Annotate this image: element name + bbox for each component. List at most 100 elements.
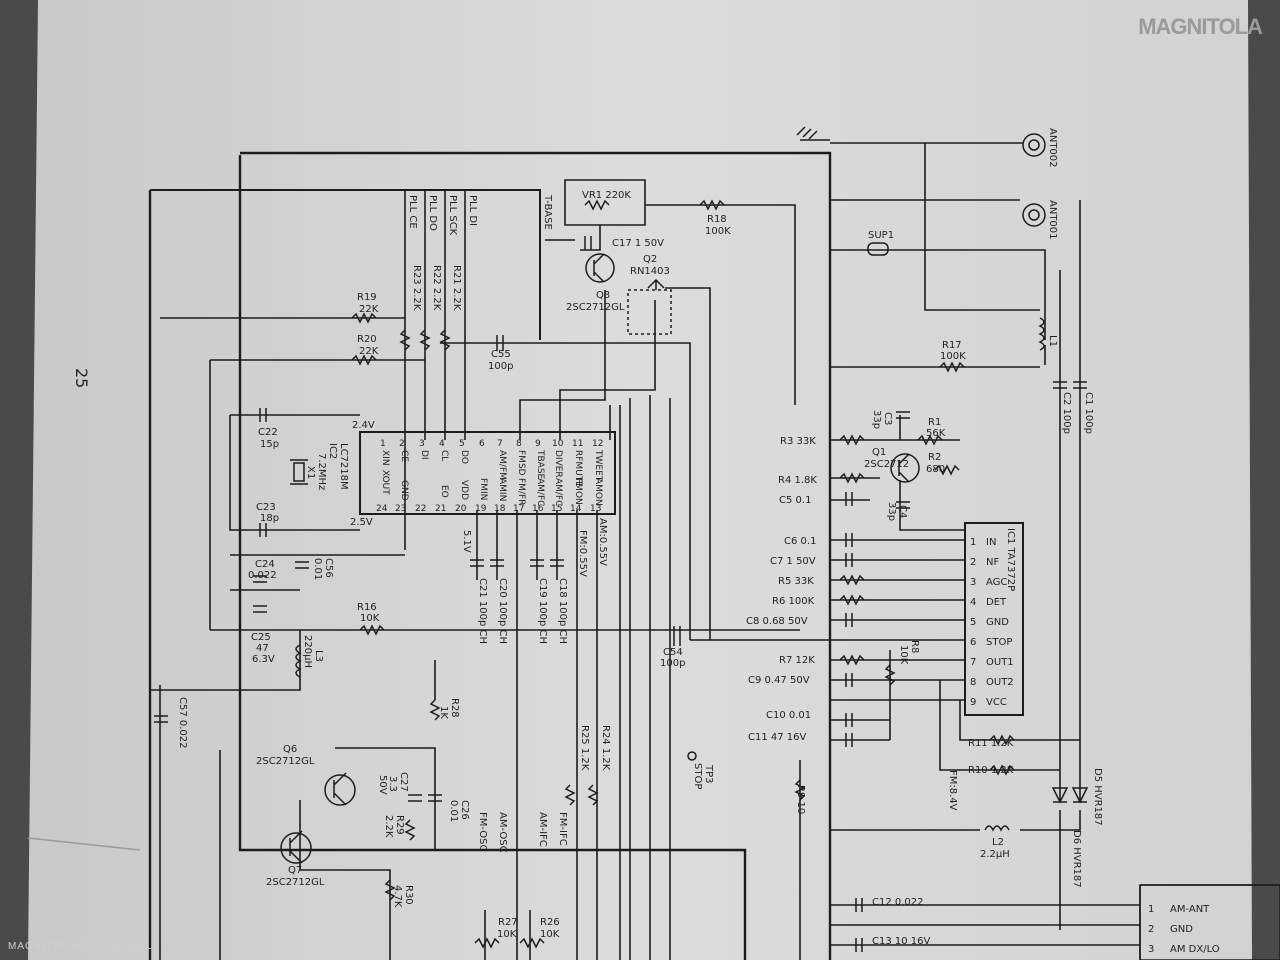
ic2-pin-name: AM/FC: [535, 478, 545, 506]
label-r16-value: 10K: [360, 613, 380, 624]
label-pin-3: 3: [1148, 944, 1154, 955]
label-c4: C4: [897, 505, 908, 518]
label-q2-value: RN1403: [630, 266, 670, 277]
label-t-base: T-BASE: [542, 194, 553, 230]
label-c19: C19 100p CH: [537, 578, 548, 644]
label-pll-ce: PLL CE: [407, 195, 418, 229]
label-pll-do: PLL DO: [427, 195, 438, 231]
ic2-pin-num: 18: [494, 504, 506, 514]
label-r17-value: 100K: [940, 351, 966, 362]
label-c9: C9 0.47 50V: [748, 675, 810, 686]
label-am-dx-lo: AM DX/LO: [1170, 944, 1220, 955]
ic2-pin-num: 13: [590, 504, 601, 514]
label-q7-value: 2SC2712GL: [266, 877, 325, 888]
label-q7: Q7: [288, 865, 302, 876]
ic2-pin-name: DO: [459, 450, 469, 464]
label-r18-value: 100K: [705, 226, 731, 237]
label-c11: C11 47 16V: [748, 732, 807, 743]
ic2-pin-name: RFMUTE: [573, 450, 583, 487]
label-am-ant: AM-ANT: [1170, 904, 1210, 915]
ic2-pin-name: GND: [399, 480, 409, 501]
label-c54: C54: [663, 647, 683, 658]
label-c26: C26: [459, 800, 470, 820]
label-c2: C2 100p: [1061, 392, 1072, 434]
ic2-pin-num: 5: [459, 439, 465, 449]
label-c26-value: 0.01: [448, 800, 459, 822]
component-labels: R23 2.2K R22 2.2K R21 2.2K R19 22K R20 2…: [177, 190, 1220, 955]
ic2-pin-num: 17: [513, 504, 524, 514]
paper-sheet: [28, 0, 1252, 960]
label-r30: R30: [403, 885, 414, 905]
label-pll-sck: PLL SCK: [447, 195, 458, 236]
label-ant001: ANT001: [1047, 200, 1058, 240]
label-c12: C12 0.022: [872, 897, 924, 908]
label-fm-osc: FM-OSC: [477, 812, 488, 851]
label-c8: C8 0.68 50V: [746, 616, 808, 627]
ic2-pin-num: 4: [439, 439, 445, 449]
label-c23: C23: [256, 502, 276, 513]
label-c27: C27: [398, 772, 409, 792]
label-q3-value: 2SC2712GL: [566, 302, 625, 313]
label-ic2: IC2: [327, 443, 338, 459]
label-q1-value: 2SC2712: [864, 459, 909, 470]
label-vr1: VR1 220K: [582, 190, 631, 201]
label-c55-value: 100p: [488, 361, 513, 372]
label-c24: C24: [255, 559, 275, 570]
label-c6: C6 0.1: [784, 536, 816, 547]
watermark-footer: MAGNITOLAEL.ORG | [.RU] [.NET]: [8, 941, 197, 952]
ic2-pin-num: 20: [455, 504, 467, 514]
label-r29-value: 2.2K: [383, 815, 394, 838]
label-tp3: TP3: [703, 764, 714, 784]
label-c18: C18 100p CH: [557, 578, 568, 644]
label-q6-value: 2SC2712GL: [256, 756, 315, 767]
label-fm-ifc: FM-IFC: [557, 812, 568, 846]
ic2-pin-name: TBASE: [535, 449, 545, 480]
ic1-pin-num: 3: [970, 577, 976, 588]
label-c5: C5 0.1: [779, 495, 811, 506]
label-r11: R11 1.2K: [968, 738, 1014, 749]
label-c25-voltage: 6.3V: [252, 654, 275, 665]
ic1-pin-num: 2: [970, 557, 976, 568]
label-r20: R20: [357, 334, 377, 345]
label-r30-value: 4.7K: [392, 885, 403, 908]
label-c21: C21 100p CH: [477, 578, 488, 644]
label-r26-value: 10K: [540, 929, 560, 940]
label-r2: R2: [928, 452, 941, 463]
label-c54-value: 100p: [660, 658, 685, 669]
top-labels: PLL CE PLL DO PLL SCK PLL DI T-BASE ANT0…: [407, 128, 1058, 241]
label-am-0-55v: AM:0.55V: [597, 518, 608, 566]
label-c56: C56: [323, 558, 334, 578]
label-r16: R16: [357, 602, 377, 613]
page-number: 25: [72, 368, 91, 388]
ic1-pin-num: 6: [970, 637, 976, 648]
ic2-pin-name: FMON: [573, 478, 583, 505]
label-c56-value: 0.01: [312, 558, 323, 580]
label-r4: R4 1.8K: [778, 475, 817, 486]
label-sup1: SUP1: [868, 230, 894, 241]
label-l2-value: 2.2μH: [980, 849, 1010, 860]
label-c27-voltage: 50V: [377, 775, 388, 795]
label-c20: C20 100p CH: [497, 578, 508, 644]
label-am-ifc: AM-IFC: [537, 812, 548, 847]
label-r24: R24 1.2K: [600, 725, 611, 771]
label-c25: C25: [251, 632, 271, 643]
ic2-pin-name: XOUT: [380, 470, 390, 495]
label-ic1: IC1 TA7372P: [1005, 528, 1016, 591]
ic2-pin-num: 14: [570, 504, 582, 514]
label-r8-value: 10K: [898, 645, 909, 665]
label-r27: R27: [498, 917, 518, 928]
label-ic2-value: LC7218M: [338, 443, 349, 490]
ic1-pin-name: NF: [986, 557, 999, 568]
ic2-pin-num: 2: [399, 439, 405, 449]
label-r28-value: 1K: [438, 706, 449, 719]
ic2-pin-name: FM/FR: [516, 478, 526, 505]
paper-fold: [27, 837, 141, 851]
label-c3-value: 33p: [871, 410, 882, 429]
ic1-pin-num: 1: [970, 537, 976, 548]
ic1-pin-name: OUT1: [986, 657, 1014, 668]
label-r23: R23 2.2K: [411, 265, 422, 311]
watermark-logo-text: MAGNITOLA: [1138, 14, 1263, 39]
ic2-pin-name: FMIN: [478, 478, 488, 500]
label-r29: R29: [394, 815, 405, 835]
